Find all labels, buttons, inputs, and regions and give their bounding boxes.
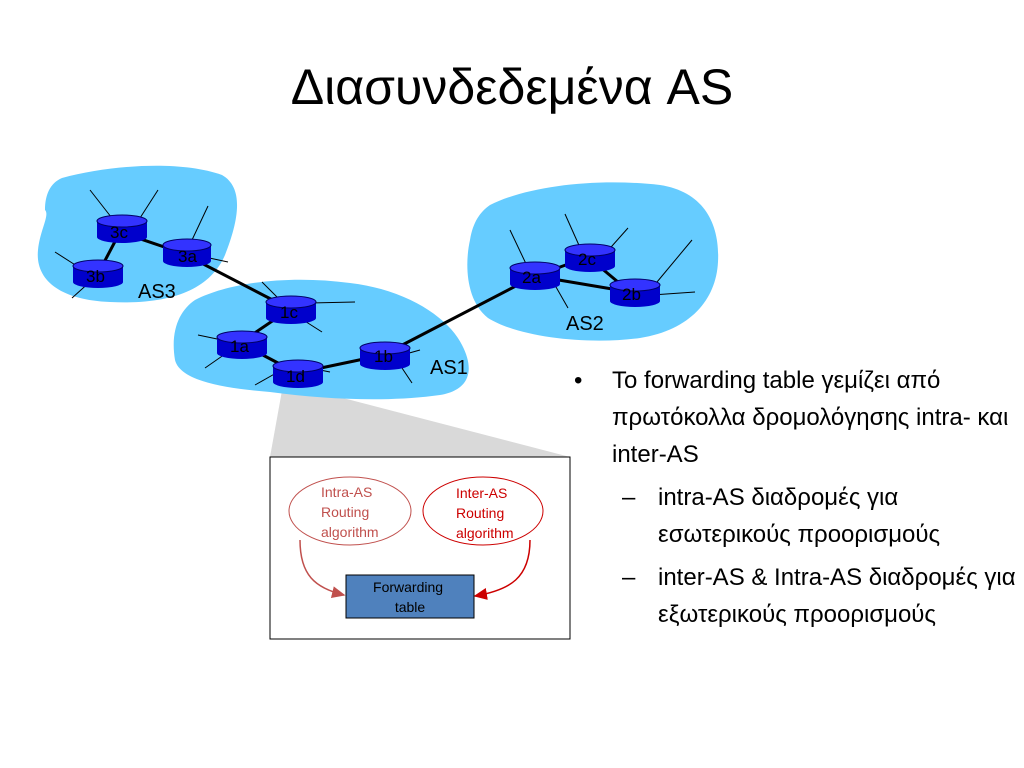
router-2a-label: 2a [522, 268, 541, 287]
router-1b[interactable]: 1b [359, 341, 411, 370]
bullet-sub-1-text: intra-AS διαδρομές για εσωτερικούς προορ… [658, 484, 941, 548]
bullet-dash-icon: – [622, 484, 636, 511]
as3-label: AS3 [138, 281, 176, 303]
router-3c-label: 3c [110, 223, 128, 242]
router-3b-label: 3b [86, 267, 105, 286]
bullet-main: • Το forwarding table γεμίζει από πρωτόκ… [572, 362, 1022, 473]
router-2b[interactable]: 2b [609, 278, 661, 307]
router-2a[interactable]: 2a [509, 261, 561, 290]
forwarding-table-text: Forwarding table [373, 579, 447, 615]
router-1a[interactable]: 1a [216, 330, 268, 359]
bullet-sub-2-text: inter-AS & Intra-AS διαδρομές για εξωτερ… [658, 564, 1016, 628]
forwarding-table-box [345, 574, 475, 619]
bullet-main-text: Το forwarding table γεμίζει από πρωτόκολ… [612, 367, 1009, 468]
intra-as-ellipse [288, 476, 412, 546]
as1-label: AS1 [430, 357, 468, 379]
intra-as-text: Intra-AS Routing algorithm [321, 484, 379, 540]
router-2c-label: 2c [578, 250, 596, 269]
bullet-sub-1: – intra-AS διαδρομές για εσωτερικούς προ… [572, 479, 1022, 553]
router-3c[interactable]: 3c [96, 214, 148, 243]
router-1d-label: 1d [286, 367, 305, 386]
router-3b[interactable]: 3b [72, 259, 124, 288]
as2-label: AS2 [566, 313, 604, 335]
router-1a-label: 1a [230, 337, 249, 356]
router-1c-label: 1c [280, 303, 298, 322]
router-3a-label: 3a [178, 247, 197, 266]
router-2b-label: 2b [622, 285, 641, 304]
router-3a[interactable]: 3a [162, 238, 212, 267]
bullet-sub-2: – inter-AS & Intra-AS διαδρομές για εξωτ… [572, 559, 1022, 633]
slide-title: Διασυνδεδεμένα AS [290, 59, 734, 115]
intra-arrow [299, 539, 346, 599]
router-1c[interactable]: 1c [265, 295, 317, 324]
bullet-dash-icon: – [622, 564, 636, 591]
bullet-list: • Το forwarding table γεμίζει από πρωτόκ… [572, 362, 1022, 633]
bullet-dot-icon: • [574, 367, 583, 394]
inter-arrow [473, 539, 531, 600]
router-1b-label: 1b [374, 347, 393, 366]
zoom-projection [270, 385, 570, 457]
router-2c[interactable]: 2c [564, 243, 616, 272]
inter-as-text: Inter-AS Routing algorithm [456, 485, 514, 541]
inter-as-ellipse [422, 476, 544, 546]
router-1d[interactable]: 1d [272, 359, 324, 388]
